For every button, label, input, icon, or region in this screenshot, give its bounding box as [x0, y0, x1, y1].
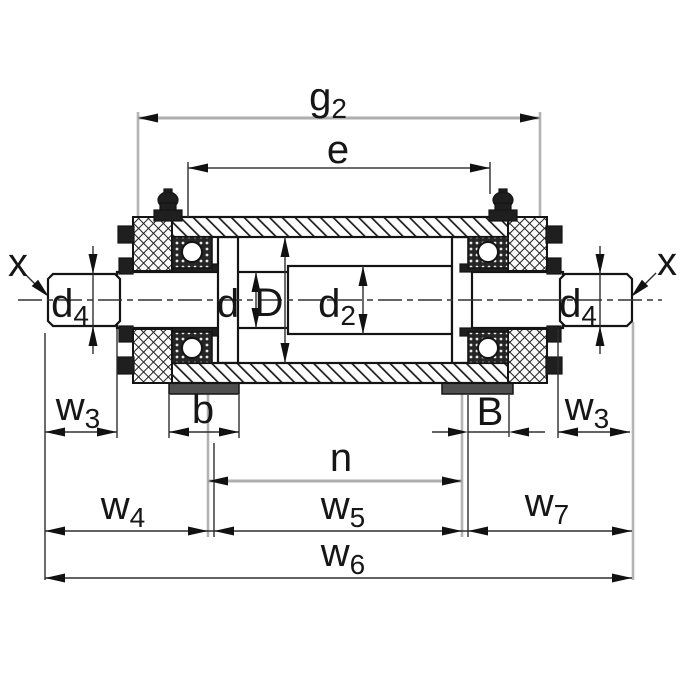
- bearing-ball-left-top: [181, 241, 203, 263]
- bolt-right-bottom: [545, 356, 563, 375]
- label-w5: w5: [320, 484, 365, 533]
- bolt-right-top: [545, 225, 563, 244]
- housing-tube-top: [168, 215, 514, 239]
- shaft-stub-left: [46, 272, 122, 328]
- grease-nipple-left: [153, 188, 183, 222]
- label-d4-right: d4: [559, 282, 597, 331]
- seal-left-top: [118, 257, 134, 275]
- label-d2: d2: [318, 282, 356, 331]
- dimension-lines: [23, 113, 657, 583]
- label-w3-left: w3: [55, 385, 100, 434]
- end-cap-right-top: [507, 216, 548, 272]
- bolt-left-top: [117, 225, 135, 244]
- label-w3-right: w3: [564, 385, 609, 434]
- dimension-labels: g2 e x x d4 d D d2 d4 w3 b B w3 n w4 w5 …: [8, 75, 677, 580]
- label-b: b: [192, 388, 214, 432]
- label-x-right: x: [657, 240, 677, 284]
- gray-extension-lines: [136, 112, 635, 580]
- bearing-ball-right-top: [477, 241, 499, 263]
- label-g2: g2: [309, 75, 347, 124]
- label-n: n: [330, 436, 352, 480]
- grease-nipple-right: [488, 188, 518, 222]
- label-d: d: [217, 282, 239, 326]
- seal-right-bottom: [546, 325, 562, 343]
- label-w4: w4: [100, 484, 145, 533]
- label-B: B: [477, 390, 504, 434]
- end-cap-left-bottom: [132, 328, 173, 384]
- end-cap-left-top: [132, 216, 173, 272]
- bearing-ball-right-bottom: [477, 337, 499, 359]
- seal-left-bottom: [118, 325, 134, 343]
- label-w7: w7: [524, 481, 569, 530]
- label-w6: w6: [320, 531, 365, 580]
- label-e: e: [327, 128, 349, 172]
- label-d4-left: d4: [51, 282, 89, 331]
- bearing-ball-left-bottom: [181, 337, 203, 359]
- housing-tube-bottom: [168, 361, 514, 385]
- bolt-left-bottom: [117, 356, 135, 375]
- end-cap-right-bottom: [507, 328, 548, 384]
- label-x-left: x: [8, 241, 28, 285]
- label-D: D: [255, 281, 284, 325]
- seal-right-top: [546, 257, 562, 275]
